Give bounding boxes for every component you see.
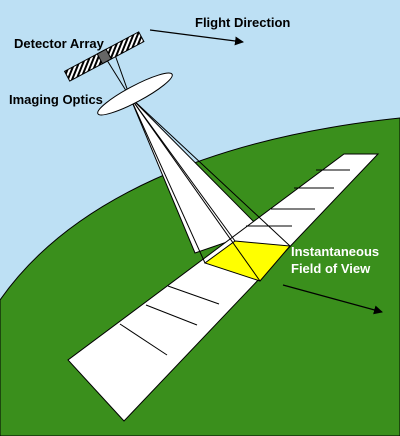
imaging-optics-label: Imaging Optics	[9, 92, 103, 107]
detector-array-label: Detector Array	[14, 36, 105, 51]
ground-swath	[67, 153, 380, 422]
scan-direction-arrow	[282, 284, 383, 315]
scan-line	[119, 323, 168, 356]
ifov-label-line1: Instantaneous	[291, 244, 379, 259]
scan-line	[145, 304, 198, 326]
detector-element	[96, 48, 112, 65]
ifov-label-line2: Field of View	[291, 261, 371, 276]
ray	[129, 96, 261, 282]
flight-direction-label: Flight Direction	[195, 15, 290, 30]
ray	[129, 96, 206, 264]
flight-direction-arrow	[149, 29, 244, 46]
scan-line	[167, 285, 220, 305]
ray	[129, 96, 291, 247]
ray	[129, 96, 236, 242]
detector-array	[63, 31, 145, 82]
imaging-optics-lens	[97, 72, 173, 116]
